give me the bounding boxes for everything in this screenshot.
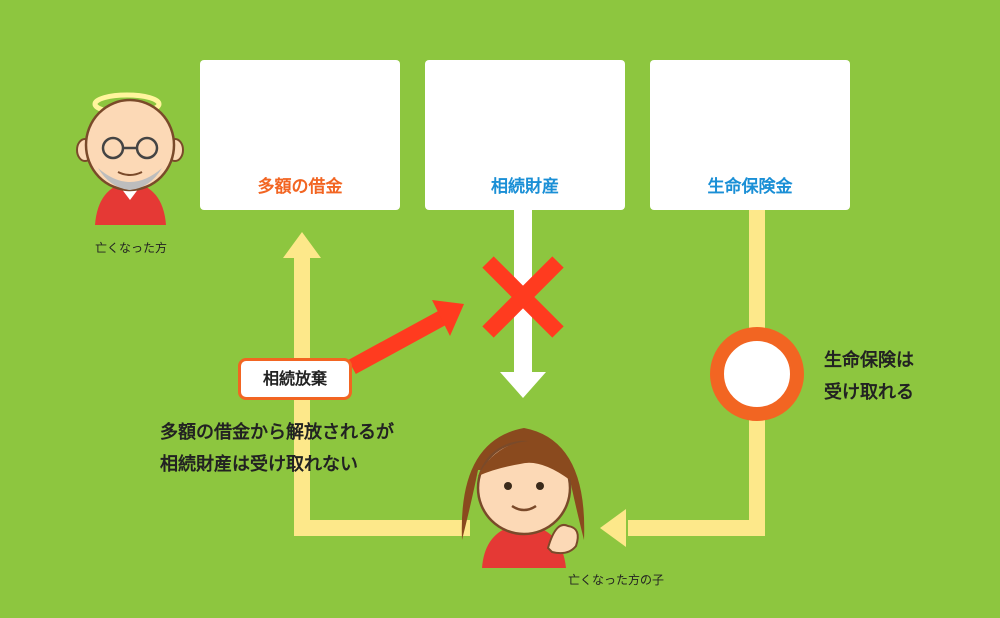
debt-freed-note-line2: 相続財産は受け取れない (160, 454, 358, 475)
insurance-note-line2: 受け取れる (824, 382, 914, 403)
debt-card: 多額の借金 (200, 60, 400, 210)
debt-path (294, 255, 470, 536)
renunciation-arrow-shaft (348, 310, 446, 375)
estate-arrowhead (500, 372, 546, 398)
debt-arrowhead (283, 232, 321, 258)
renunciation-badge: 相続放棄 (238, 358, 352, 400)
child-caption: 亡くなった方の子 (568, 573, 665, 587)
blocked-x-icon (482, 256, 564, 338)
insurance-note-line1: 生命保険は (824, 350, 914, 371)
ok-circle-icon (710, 327, 804, 421)
deceased-person-icon (76, 92, 184, 225)
estate-card-label: 相続財産 (491, 177, 559, 197)
insurance-path (628, 210, 765, 536)
insurance-card-label: 生命保険金 (707, 177, 793, 197)
debt-freed-note-line1: 多額の借金から解放されるが (160, 422, 394, 443)
deceased-caption: 亡くなった方 (95, 241, 168, 255)
estate-card: 相続財産 (425, 60, 625, 210)
insurance-card: 生命保険金 (650, 60, 850, 210)
child-person-icon (461, 428, 585, 568)
insurance-arrowhead (600, 509, 626, 547)
renunciation-arrowhead (432, 300, 464, 336)
debt-card-label: 多額の借金 (257, 177, 343, 197)
